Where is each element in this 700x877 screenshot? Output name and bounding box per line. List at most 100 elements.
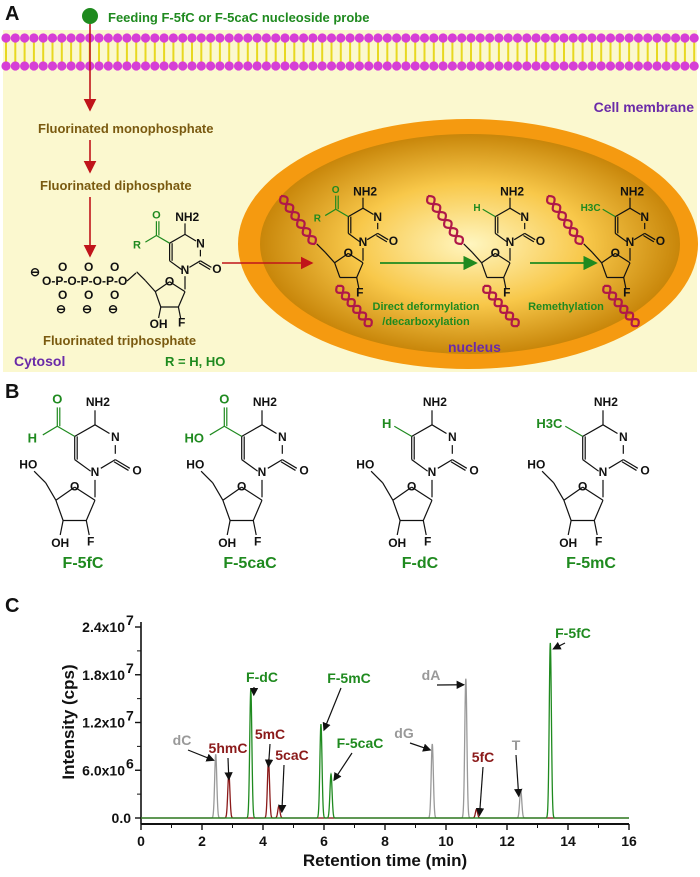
bond xyxy=(396,520,401,536)
y-tick-exponent: 7 xyxy=(126,708,134,724)
lipid-head xyxy=(559,33,569,43)
hydroxymethyl-label: HO xyxy=(19,458,37,472)
lipid-head xyxy=(512,33,523,43)
bond xyxy=(494,252,511,264)
lipid-head xyxy=(103,33,113,43)
dna-strand xyxy=(280,194,316,246)
oxo-3: O xyxy=(110,260,119,274)
peak-arrow xyxy=(409,742,432,752)
peak-arrow xyxy=(322,687,342,732)
sugar-ring-o-label: O xyxy=(165,274,174,288)
bond xyxy=(177,291,186,308)
bond xyxy=(184,233,197,242)
y-tick-label: 1.2x10 xyxy=(82,715,125,731)
lipid-head xyxy=(233,61,244,71)
bond xyxy=(563,486,584,501)
bond xyxy=(324,251,336,264)
substituent-label: R xyxy=(314,213,322,224)
x-tick-label: 14 xyxy=(560,833,576,849)
peak-label: dC xyxy=(173,732,192,748)
bond xyxy=(437,459,453,469)
hydroxyl-label: OH xyxy=(388,536,406,550)
probe-dot-icon xyxy=(82,8,98,24)
lipid-head xyxy=(57,61,67,71)
bond xyxy=(366,232,379,241)
hydroxymethyl-label: HO xyxy=(527,458,545,472)
lipid-head xyxy=(466,61,476,71)
ring-carbonyl-o-label: O xyxy=(389,234,398,248)
bond xyxy=(136,271,146,282)
nh2-label: NH2 xyxy=(500,185,524,199)
bond xyxy=(629,207,641,216)
nh2-label: NH2 xyxy=(594,395,618,409)
substituent-label: H xyxy=(473,203,480,214)
lipid-head xyxy=(252,33,262,43)
bond xyxy=(241,459,259,472)
lipid-head xyxy=(671,33,681,43)
bond xyxy=(376,235,388,243)
bond xyxy=(495,207,511,218)
lipid-head xyxy=(661,33,671,43)
ring-n1-label: N xyxy=(506,235,515,249)
lipid-head xyxy=(1,33,11,43)
lipid-head xyxy=(475,33,485,43)
lipid-head xyxy=(29,61,39,71)
hydroxyl-label: OH xyxy=(150,317,168,331)
bond xyxy=(100,459,116,469)
lipid-head xyxy=(103,61,113,71)
bond xyxy=(382,482,394,501)
lipid-head xyxy=(150,33,160,43)
bond xyxy=(42,425,58,436)
lipid-head xyxy=(615,33,625,43)
ring-n3-label: N xyxy=(373,210,382,224)
x-tick-label: 8 xyxy=(381,833,389,849)
lipid-head xyxy=(271,33,281,43)
x-tick-label: 10 xyxy=(438,833,454,849)
bond xyxy=(524,232,536,241)
sugar-ring-o-label: O xyxy=(70,480,79,494)
lipid-head xyxy=(150,61,160,71)
fluoro-label: F xyxy=(178,316,185,330)
lipid-head xyxy=(113,61,123,71)
bond xyxy=(45,482,57,501)
lipid-head xyxy=(680,33,690,43)
charge-2: ⊖ xyxy=(82,302,92,316)
carbonyl-o-label: O xyxy=(219,392,229,407)
bond xyxy=(56,425,76,437)
bond xyxy=(59,520,64,536)
y-tick-exponent: 7 xyxy=(126,612,134,628)
bond xyxy=(222,486,243,501)
lipid-head xyxy=(661,61,671,71)
lipid-head xyxy=(271,61,281,71)
bond xyxy=(450,461,466,471)
dna-strand xyxy=(547,194,583,246)
bond xyxy=(198,262,211,271)
peak-label: 5mC xyxy=(255,726,285,742)
substituent-label: H xyxy=(382,416,391,431)
lipid-head xyxy=(578,33,588,43)
sugar-ring-o-label: O xyxy=(611,246,620,260)
lipid-head xyxy=(113,33,123,43)
bond xyxy=(212,482,224,501)
lipid-head xyxy=(633,61,644,71)
bond xyxy=(169,233,186,244)
lipid-head xyxy=(540,61,551,71)
charge-3: ⊖ xyxy=(108,302,118,316)
hydroxyl-label: OH xyxy=(559,536,577,550)
bond xyxy=(482,208,496,218)
fluoro-label: F xyxy=(595,534,602,548)
bond xyxy=(113,461,129,471)
lipid-head xyxy=(345,61,355,71)
dna-strand xyxy=(483,284,519,328)
dna-strand xyxy=(603,284,639,328)
lipid-head xyxy=(522,33,532,43)
bond xyxy=(347,232,361,243)
bond xyxy=(267,459,283,469)
bond xyxy=(608,459,624,469)
peak-arrow xyxy=(333,752,353,782)
y-tick-label: 0.0 xyxy=(112,810,132,826)
lipid-head xyxy=(410,33,420,43)
